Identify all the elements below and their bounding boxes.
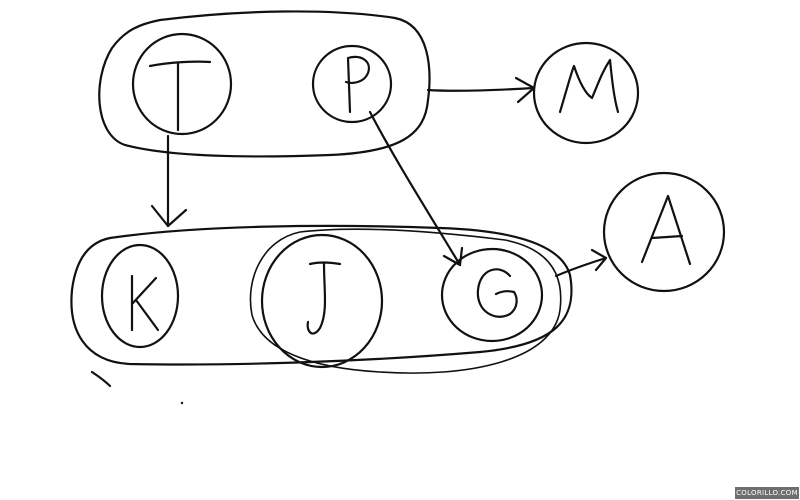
node-letter-k — [130, 274, 160, 332]
node-circle-p — [311, 44, 393, 124]
node-letter-m — [558, 58, 620, 114]
node-circle-t — [131, 32, 233, 136]
arrowhead-to-bottom-group — [150, 204, 188, 228]
node-circle-j — [260, 233, 384, 369]
arrowhead-to-g — [442, 246, 464, 267]
group-outline-j-g — [249, 228, 562, 374]
watermark-label: COLORILLO.COM — [735, 487, 799, 499]
node-letter-p — [344, 55, 370, 114]
node-letter-a — [640, 194, 692, 266]
stray-mark-left — [90, 370, 112, 388]
node-letter-g — [476, 268, 518, 318]
group-outline-top — [98, 10, 431, 158]
edge-bottom-group-to-a — [554, 256, 608, 278]
node-circle-k — [100, 243, 180, 349]
edge-p-to-g — [368, 110, 462, 267]
node-circle-m — [532, 41, 640, 145]
node-letter-j — [306, 261, 342, 335]
node-letter-t — [148, 60, 212, 132]
group-outline-bottom — [70, 224, 573, 366]
arrowhead-to-a — [590, 248, 608, 272]
node-circle-a — [602, 171, 726, 293]
stray-dot — [180, 401, 184, 405]
node-circle-g — [440, 247, 544, 343]
edge-top-group-to-m — [426, 86, 536, 92]
arrowhead-to-m — [514, 76, 536, 104]
